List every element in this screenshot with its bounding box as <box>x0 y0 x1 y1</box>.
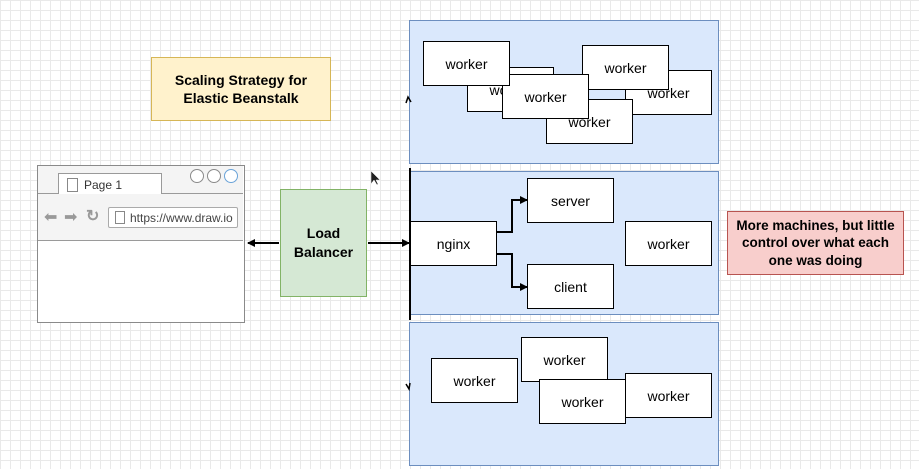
worker-box: worker <box>521 337 608 382</box>
reload-icon[interactable]: ↻ <box>86 208 100 225</box>
top-arrow-stub <box>405 95 412 104</box>
page-icon <box>115 211 125 224</box>
worker-box: worker <box>539 379 626 424</box>
worker-box: worker <box>625 373 712 418</box>
url-bar[interactable]: https://www.draw.io <box>108 207 238 228</box>
cursor-icon <box>370 170 381 186</box>
worker-box: worker <box>431 358 518 403</box>
back-icon[interactable]: ⬅ <box>44 209 58 226</box>
load-balancer: Load Balancer <box>280 189 367 297</box>
client-box: client <box>527 264 614 309</box>
worker-box: worker <box>625 221 712 266</box>
bottom-arrow-stub <box>405 382 411 392</box>
worker-box: worker <box>502 74 589 119</box>
maximize-icon[interactable] <box>207 169 221 183</box>
browser-toolbar: ⬅ ➡ ↻ https://www.draw.io <box>38 194 243 241</box>
nginx-box: nginx <box>410 221 497 266</box>
nginx-to-client-arrow <box>497 253 528 291</box>
browser-window: Page 1 ⬅ ➡ ↻ https://www.draw.io <box>37 165 245 323</box>
url-text: https://www.draw.io <box>130 210 233 225</box>
worker-box: worker <box>582 45 669 90</box>
page-icon <box>67 177 78 192</box>
close-icon[interactable] <box>224 169 238 183</box>
nginx-to-server-arrow <box>497 196 528 233</box>
worker-box: worker <box>423 41 510 86</box>
browser-tab[interactable]: Page 1 <box>58 173 162 195</box>
minimize-icon[interactable] <box>190 169 204 183</box>
forward-icon[interactable]: ➡ <box>64 209 78 226</box>
diagram-title: Scaling Strategy for Elastic Beanstalk <box>151 57 331 121</box>
server-box: server <box>527 178 614 223</box>
note-box: More machines, but little control over w… <box>727 211 904 275</box>
browser-tab-label: Page 1 <box>84 177 123 192</box>
